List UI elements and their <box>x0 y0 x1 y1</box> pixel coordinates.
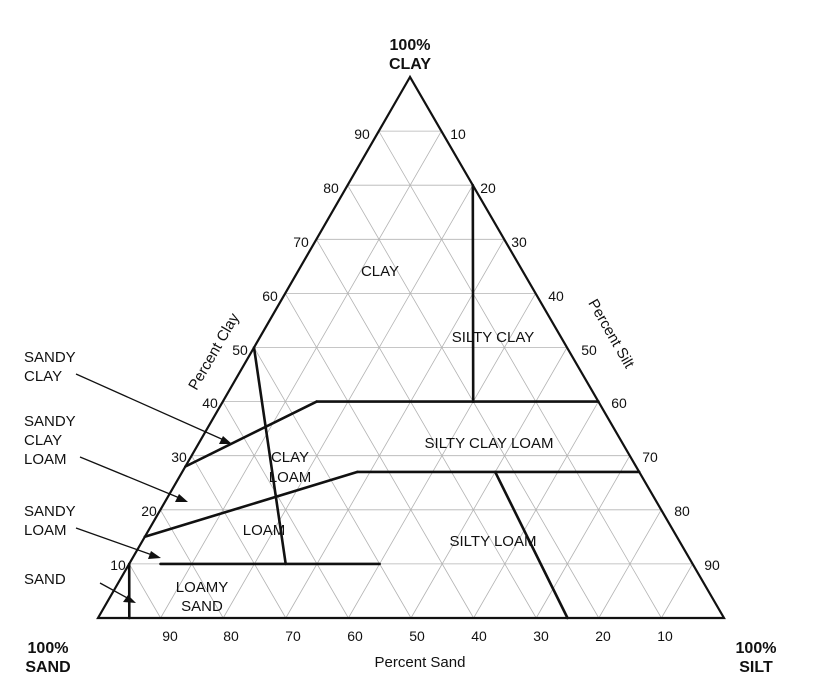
silt-tick-30: 30 <box>511 234 527 250</box>
callout-sandy-clay-loam-line1: SANDY <box>24 413 76 430</box>
sandy-loam-arrow <box>75 527 156 557</box>
sand-axis-title: Percent Sand <box>375 654 466 671</box>
callout-sand: SAND <box>24 571 66 588</box>
grid-line-silt-60 <box>473 401 599 619</box>
sandy-clay-arrowhead <box>219 436 232 444</box>
corner-sand-percent: 100% <box>28 640 69 657</box>
region-silty-loam: SILTY LOAM <box>450 533 537 550</box>
sandy-clay-loam-upper-boundary <box>184 400 319 468</box>
grid-line-silt-70 <box>535 455 631 619</box>
sandy-loam-upper-boundary <box>143 470 359 539</box>
region-silty-clay: SILTY CLAY <box>452 329 535 346</box>
callout-sandy-clay-loam-line3: LOAM <box>24 451 67 468</box>
texture-class-boundaries <box>127 183 641 620</box>
clay-tick-10: 10 <box>110 557 126 573</box>
silt-tick-20: 20 <box>480 180 496 196</box>
sand-tick-40: 40 <box>471 628 487 644</box>
grid-line-sand-90 <box>128 563 161 619</box>
silt-tick-40: 40 <box>548 288 564 304</box>
region-loam: LOAM <box>243 522 286 539</box>
sand-tick-30: 30 <box>533 628 549 644</box>
clay-tick-50: 50 <box>232 342 248 358</box>
region-loamy-sand-line1: LOAMY <box>176 579 229 596</box>
grid-line-sand-70 <box>191 455 287 619</box>
sandy-clay-left-boundary <box>252 346 288 566</box>
corner-clay-percent: 100% <box>390 37 431 54</box>
callout-sandy-clay-line2: CLAY <box>24 368 62 385</box>
grid-line-sand-50 <box>253 347 412 619</box>
callout-sandy-clay-line1: SANDY <box>24 349 76 366</box>
corner-clay-label: CLAY <box>389 56 431 73</box>
sandy-loam-arrowhead <box>148 551 161 559</box>
clay-tick-70: 70 <box>293 234 309 250</box>
silt-tick-90: 90 <box>704 557 720 573</box>
silt-axis-title: Percent Silt <box>584 296 637 372</box>
callout-sandy-loam-line2: LOAM <box>24 522 67 539</box>
sand-tick-60: 60 <box>347 628 363 644</box>
callout-sandy-clay-loam-line2: CLAY <box>24 432 62 449</box>
grid-line-silt-90 <box>661 563 693 619</box>
sand-arrow <box>99 582 132 601</box>
sandy-clay-loam-arrow <box>79 456 183 500</box>
sand-tick-10: 10 <box>657 628 673 644</box>
region-clay-loam-line1: CLAY <box>271 449 309 466</box>
clay-tick-80: 80 <box>323 180 339 196</box>
sand-tick-80: 80 <box>223 628 239 644</box>
grid-line-silt-50 <box>410 347 568 619</box>
corner-silt-percent: 100% <box>736 640 777 657</box>
region-clay-loam-line2: LOAM <box>269 469 312 486</box>
silty-loam-left-boundary <box>493 470 569 620</box>
silt-tick-80: 80 <box>674 503 690 519</box>
clay-tick-90: 90 <box>354 126 370 142</box>
region-loamy-sand-line2: SAND <box>181 598 223 615</box>
sand-tick-50: 50 <box>409 628 425 644</box>
silt-tick-60: 60 <box>611 395 627 411</box>
corner-silt-label: SILT <box>739 659 773 676</box>
clay-tick-30: 30 <box>171 449 187 465</box>
sand-arrowhead <box>123 595 136 603</box>
grid-line-silt-30 <box>285 239 505 619</box>
grid-line-sand-10 <box>378 130 662 619</box>
silt-tick-50: 50 <box>581 342 597 358</box>
sand-tick-20: 20 <box>595 628 611 644</box>
grid-line-sand-30 <box>316 239 537 619</box>
grid-line-silt-80 <box>598 509 662 619</box>
silt-tick-70: 70 <box>642 449 658 465</box>
silt-tick-10: 10 <box>450 126 466 142</box>
corner-sand-label: SAND <box>25 659 70 676</box>
sandy-clay-loam-arrowhead <box>175 494 188 502</box>
clay-tick-20: 20 <box>141 503 157 519</box>
callout-arrows <box>75 373 232 603</box>
grid-line-silt-10 <box>160 130 442 619</box>
sand-axis-ticks: 90 80 70 60 50 40 30 20 10 <box>162 628 673 644</box>
region-silty-clay-loam: SILTY CLAY LOAM <box>425 435 554 452</box>
clay-tick-40: 40 <box>202 395 218 411</box>
clay-axis-ticks: 10 20 30 40 50 60 70 80 90 <box>110 126 370 573</box>
callout-sandy-loam-line1: SANDY <box>24 503 76 520</box>
region-clay: CLAY <box>361 263 399 280</box>
clay-tick-60: 60 <box>262 288 278 304</box>
sand-tick-90: 90 <box>162 628 178 644</box>
silt-axis-ticks: 10 20 30 40 50 60 70 80 90 <box>450 126 720 573</box>
grid-lines <box>128 130 693 619</box>
sandy-clay-arrow <box>75 373 227 442</box>
sand-tick-70: 70 <box>285 628 301 644</box>
